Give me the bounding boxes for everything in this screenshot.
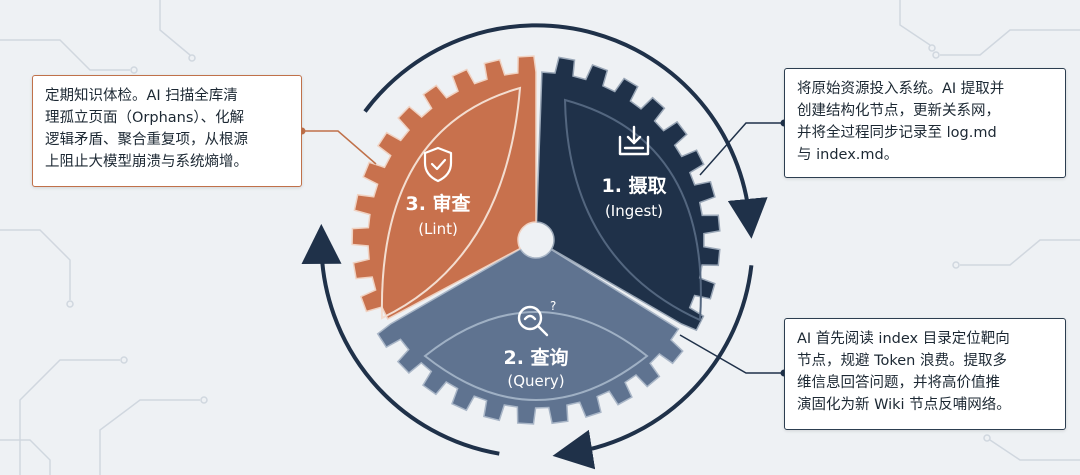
gear-query[interactable]: ? 2. 查询 (Query) [376,247,684,425]
callout-line: 将原始资源投入系统。AI 提取并 [797,81,1005,97]
callout-line: 演固化为新 Wiki 节点反哺网络。 [797,397,1011,413]
callout-line: 节点，规避 Token 浪费。提取多 [797,353,1007,369]
callout-lint: 定期知识体检。AI 扫描全库清 理孤立页面（Orphans）、化解 逻辑矛盾、聚… [32,75,302,187]
search-question-icon [517,305,549,337]
connector-ingest [699,122,784,176]
callout-line: 上阻止大模型崩溃与系统熵增。 [45,154,248,170]
shield-check-icon [423,146,453,183]
callout-ingest: 将原始资源投入系统。AI 提取并 创建结构化节点，更新关系网， 并将全过程同步记… [784,68,1066,178]
gear-subtitle-ingest: (Ingest) [605,202,663,220]
gear-title-query: 2. 查询 [503,346,568,369]
cycle-ring [301,23,768,470]
callout-query: AI 首先阅读 index 目录定位靶向 节点，规避 Token 浪费。提取多 … [784,318,1066,430]
connector-lint [302,130,377,165]
connector-query [679,334,784,374]
ring-arrow-ingest-to-query [552,265,754,470]
callout-line: 创建结构化节点，更新关系网， [797,103,1000,119]
callout-line: 逻辑矛盾、聚合重复项，从根源 [45,132,248,148]
gear-subtitle-lint: (Lint) [418,220,458,238]
callout-line: AI 首先阅读 index 目录定位靶向 [797,331,1010,347]
query-icon-question-mark: ? [550,299,556,313]
gear-subtitle-query: (Query) [507,372,564,390]
ring-arrow-lint-to-ingest [363,23,768,239]
callout-line: 理孤立页面（Orphans）、化解 [45,110,245,126]
gear-title-lint: 3. 审查 [405,192,471,215]
gear-ingest[interactable]: 1. 摄取 (Ingest) [535,56,721,332]
gear-lint[interactable]: 3. 审查 (Lint) [351,55,537,320]
ring-arrow-query-to-lint [301,223,500,456]
callout-line: 并将全过程同步记录至 log.md [797,125,997,141]
gear-title-ingest: 1. 摄取 [601,174,666,197]
callout-line: 维信息回答问题，并将高价值推 [797,375,1000,391]
inbox-download-icon [618,125,650,156]
callout-line: 与 index.md。 [797,147,899,163]
callout-line: 定期知识体检。AI 扫描全库清 [45,88,238,104]
